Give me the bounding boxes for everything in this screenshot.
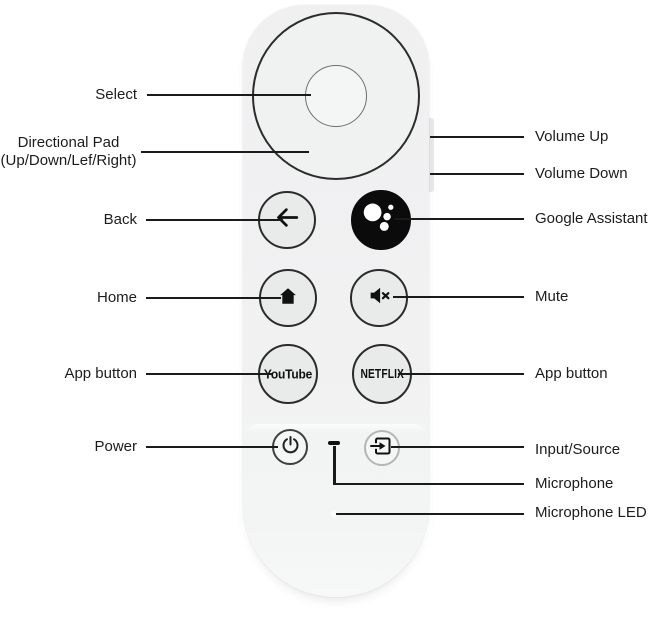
label-back: Back: [103, 211, 137, 228]
label-directional-pad-line1: Directional Pad: [17, 134, 120, 151]
callout-line-select: [147, 94, 311, 96]
volume-rocker-button[interactable]: [429, 118, 434, 192]
label-app-button-left: App button: [64, 365, 137, 382]
microphone-hole: [328, 441, 340, 445]
callout-line-microphone: [333, 483, 524, 485]
input-source-icon: [370, 434, 394, 463]
label-directional-pad-line2: (Up/Down/Lef/Right): [0, 152, 137, 169]
callout-line-microphone-led: [336, 513, 524, 515]
label-microphone-led: Microphone LED: [535, 504, 647, 521]
callout-line-volume-up: [430, 136, 524, 138]
callout-line-assistant: [395, 218, 524, 220]
microphone-led: [330, 510, 338, 518]
label-power: Power: [94, 438, 137, 455]
label-google-assistant: Google Assistant: [535, 210, 648, 227]
select-button[interactable]: [305, 65, 367, 127]
callout-line-input: [391, 446, 524, 448]
label-home: Home: [96, 289, 137, 306]
label-app-button-right: App button: [535, 365, 608, 382]
callout-line-power: [146, 446, 278, 448]
home-button[interactable]: [259, 269, 317, 327]
mute-button[interactable]: [350, 269, 408, 327]
callout-line-app-right: [398, 373, 524, 375]
label-volume-down: Volume Down: [535, 165, 628, 182]
netflix-wordmark: NETFLIX: [360, 366, 404, 382]
label-input-source: Input/Source: [535, 441, 621, 458]
power-icon: [280, 434, 301, 460]
label-directional-pad: Directional Pad (Up/Down/Lef/Right): [0, 134, 140, 170]
label-select: Select: [95, 86, 137, 103]
callout-line-app-left: [146, 373, 272, 375]
back-button[interactable]: [258, 191, 316, 249]
callout-line-mute: [393, 296, 524, 298]
mute-icon: [367, 283, 392, 313]
home-icon: [277, 285, 299, 312]
callout-line-microphone-vertical: [333, 446, 336, 485]
label-microphone: Microphone: [535, 475, 614, 492]
google-assistant-icon: [353, 190, 409, 251]
input-source-button[interactable]: [364, 430, 400, 466]
label-volume-up: Volume Up: [535, 128, 609, 145]
callout-line-volume-down: [430, 173, 524, 175]
callout-line-dpad: [141, 151, 309, 153]
google-assistant-button[interactable]: [351, 190, 411, 250]
callout-line-home: [146, 297, 281, 299]
youtube-wordmark: YouTube: [263, 366, 313, 382]
callout-line-back: [146, 219, 283, 221]
back-arrow-icon: [274, 204, 301, 236]
label-mute: Mute: [535, 288, 569, 305]
